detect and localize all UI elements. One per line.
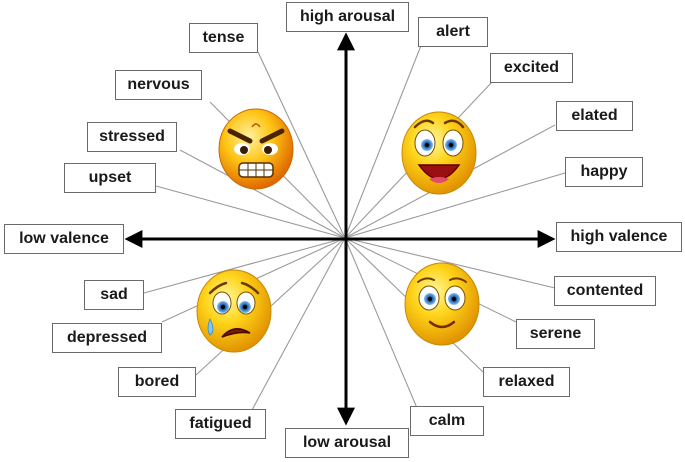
angry-face-icon	[218, 108, 294, 190]
axis-label-high-valence: high valence	[556, 222, 682, 252]
emotion-label-nervous: nervous	[115, 70, 202, 100]
excited-face-icon	[401, 111, 477, 195]
axis-label-low-valence: low valence	[4, 224, 124, 254]
connector-tense	[257, 51, 346, 239]
emotion-label-happy: happy	[565, 157, 643, 187]
axis-label-high-arousal: high arousal	[286, 2, 409, 32]
connector-lines	[143, 37, 566, 411]
emotion-label-sad: sad	[84, 280, 144, 310]
emotion-label-excited: excited	[490, 53, 573, 83]
emotion-label-relaxed: relaxed	[483, 367, 570, 397]
emotion-label-contented: contented	[554, 276, 656, 306]
connector-alert	[344, 37, 425, 239]
crying-face-icon	[196, 269, 272, 353]
connector-upset	[155, 185, 346, 239]
calm-face-icon	[404, 262, 480, 346]
emotion-label-serene: serene	[516, 319, 595, 349]
connector-stressed	[179, 149, 346, 239]
connector-fatigued	[251, 237, 346, 411]
axes	[124, 32, 556, 426]
emotion-label-alert: alert	[418, 17, 488, 47]
connector-calm	[344, 237, 418, 409]
emotion-label-tense: tense	[189, 23, 258, 53]
emotion-label-elated: elated	[556, 101, 633, 131]
connector-happy	[344, 172, 566, 239]
emotion-label-fatigued: fatigued	[175, 409, 266, 439]
axis-label-low-arousal: low arousal	[285, 428, 409, 458]
emotion-label-bored: bored	[118, 367, 196, 397]
emotion-label-depressed: depressed	[52, 323, 162, 353]
emotion-label-upset: upset	[64, 163, 156, 193]
emotion-label-calm: calm	[410, 406, 484, 436]
emotion-label-stressed: stressed	[87, 122, 177, 152]
